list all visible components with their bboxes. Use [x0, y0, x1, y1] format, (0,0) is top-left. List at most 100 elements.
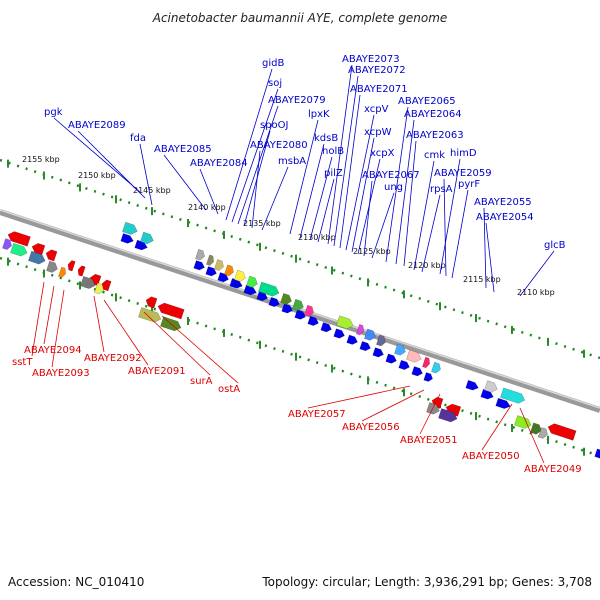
plus-strand-feature — [500, 387, 526, 404]
kbp-scale-label: 2115 kbp — [463, 275, 501, 284]
plus-strand-feature — [122, 221, 138, 235]
lower-gene-label: ABAYE2051 — [400, 435, 458, 446]
minus-strand-feature-shape — [58, 266, 66, 278]
minus-strand-gene — [101, 279, 112, 292]
plus-strand-gene-shape — [333, 328, 345, 339]
upper-gene-label: glcB — [544, 240, 566, 251]
lower-callout-line — [519, 407, 545, 464]
plus-strand-gene — [594, 448, 600, 459]
plus-strand-feature — [304, 304, 314, 317]
kbp-scale-label: 2135 kbp — [243, 219, 281, 228]
minus-strand-feature-shape — [28, 250, 46, 265]
plus-strand-feature-shape — [394, 343, 406, 356]
upper-callout-line — [333, 75, 359, 247]
upper-callout-line — [339, 94, 361, 249]
plus-strand-feature — [140, 231, 154, 245]
minus-strand-feature — [2, 238, 12, 250]
minus-strand-feature — [80, 275, 96, 289]
plus-strand-feature — [214, 259, 224, 271]
minus-strand-feature — [10, 242, 28, 257]
upper-gene-label: ung — [384, 182, 403, 193]
plus-strand-feature-shape — [304, 304, 314, 317]
plus-strand-gene-shape — [268, 296, 280, 308]
minus-strand-gene-shape — [7, 231, 31, 247]
lower-callout-line — [481, 403, 513, 451]
upper-gene-label: pgk — [44, 107, 63, 118]
minus-strand-feature-shape — [514, 415, 532, 429]
upper-callout-line — [231, 88, 279, 223]
plus-strand-feature-shape — [376, 334, 386, 347]
plus-strand-feature — [224, 264, 234, 277]
plus-strand-feature — [422, 356, 430, 369]
upper-gene-label: ABAYE2079 — [268, 95, 326, 106]
plus-strand-gene-shape — [465, 379, 479, 391]
minus-strand-gene-shape — [67, 260, 76, 272]
upper-callout-line — [363, 180, 373, 257]
plus-strand-gene — [333, 328, 345, 339]
minus-strand-feature-shape — [80, 275, 96, 289]
upper-gene-label: ABAYE2084 — [190, 158, 248, 169]
lower-gene-label: ABAYE2050 — [462, 451, 520, 462]
gene-label-callouts: pgkABAYE2089fdaABAYE2085ABAYE2084gidBsoj… — [12, 54, 582, 475]
kbp-scale-label: 2110 kbp — [517, 288, 555, 297]
lower-gene-label: ABAYE2094 — [24, 345, 82, 356]
plus-strand-gene — [320, 322, 332, 333]
plus-strand-feature — [431, 361, 441, 374]
plus-strand-gene-shape — [385, 353, 397, 364]
lower-gene-label: ABAYE2056 — [342, 422, 400, 433]
plus-strand-feature-shape — [356, 324, 364, 336]
map-title: Acinetobacter baumannii AYE, complete ge… — [152, 11, 448, 25]
upper-gene-label: kdsB — [314, 133, 338, 144]
plus-strand-gene — [307, 315, 319, 326]
plus-strand-gene — [398, 359, 410, 370]
minus-strand-feature-shape — [2, 238, 12, 250]
upper-callout-line — [299, 143, 325, 239]
lower-callout-line — [361, 389, 425, 422]
plus-strand-gene — [346, 334, 358, 345]
upper-ruler-dots — [0, 158, 600, 360]
kbp-scale-label: 2140 kbp — [188, 203, 226, 212]
minus-strand-gene — [7, 231, 31, 247]
upper-callout-line — [443, 178, 447, 277]
upper-gene-label: pilZ — [324, 168, 343, 179]
upper-gene-label: xcpX — [370, 148, 395, 159]
upper-callout-line — [403, 140, 417, 267]
plus-strand-gene — [385, 353, 397, 364]
upper-callout-line — [351, 137, 375, 253]
upper-callout-line — [163, 154, 207, 211]
lower-callout-line — [103, 299, 149, 366]
upper-gene-label: holB — [322, 146, 344, 157]
lower-callout-line — [31, 281, 45, 357]
upper-gene-label: ABAYE2059 — [434, 168, 492, 179]
plus-strand-gene-shape — [120, 233, 134, 244]
upper-callout-line — [225, 68, 273, 221]
upper-callout-line — [395, 119, 415, 265]
plus-strand-feature-shape — [122, 221, 138, 235]
plus-strand-feature-shape — [206, 254, 214, 266]
kbp-scale-label: 2125 kbp — [353, 247, 391, 256]
upper-callout-line — [327, 64, 353, 245]
upper-callout-line — [451, 189, 469, 279]
lower-gene-label: surA — [190, 376, 213, 387]
minus-strand-gene — [45, 249, 58, 262]
plus-strand-gene — [495, 397, 511, 409]
minus-strand-feature — [94, 282, 104, 295]
upper-gene-label: ABAYE2071 — [350, 84, 408, 95]
upper-gene-label: ABAYE2073 — [342, 54, 400, 65]
upper-callout-line — [483, 207, 487, 289]
plus-strand-feature — [376, 334, 386, 347]
upper-callout-line — [199, 168, 219, 215]
minus-strand-gene — [145, 296, 158, 309]
minus-strand-gene-shape — [547, 423, 577, 441]
upper-callout-line — [77, 130, 146, 199]
plus-strand-gene-shape — [205, 266, 217, 277]
plus-strand-gene — [372, 347, 384, 358]
minus-strand-feature — [28, 250, 46, 265]
kbp-scale-label: 2120 kbp — [408, 261, 446, 270]
minus-strand-feature-shape — [46, 260, 58, 273]
lower-gene-label: ABAYE2091 — [128, 366, 186, 377]
plus-strand-feature-shape — [336, 315, 354, 330]
upper-gene-label: ABAYE2085 — [154, 144, 212, 155]
minus-strand-feature-shape — [138, 307, 162, 323]
upper-gene-label: ABAYE2064 — [404, 109, 462, 120]
